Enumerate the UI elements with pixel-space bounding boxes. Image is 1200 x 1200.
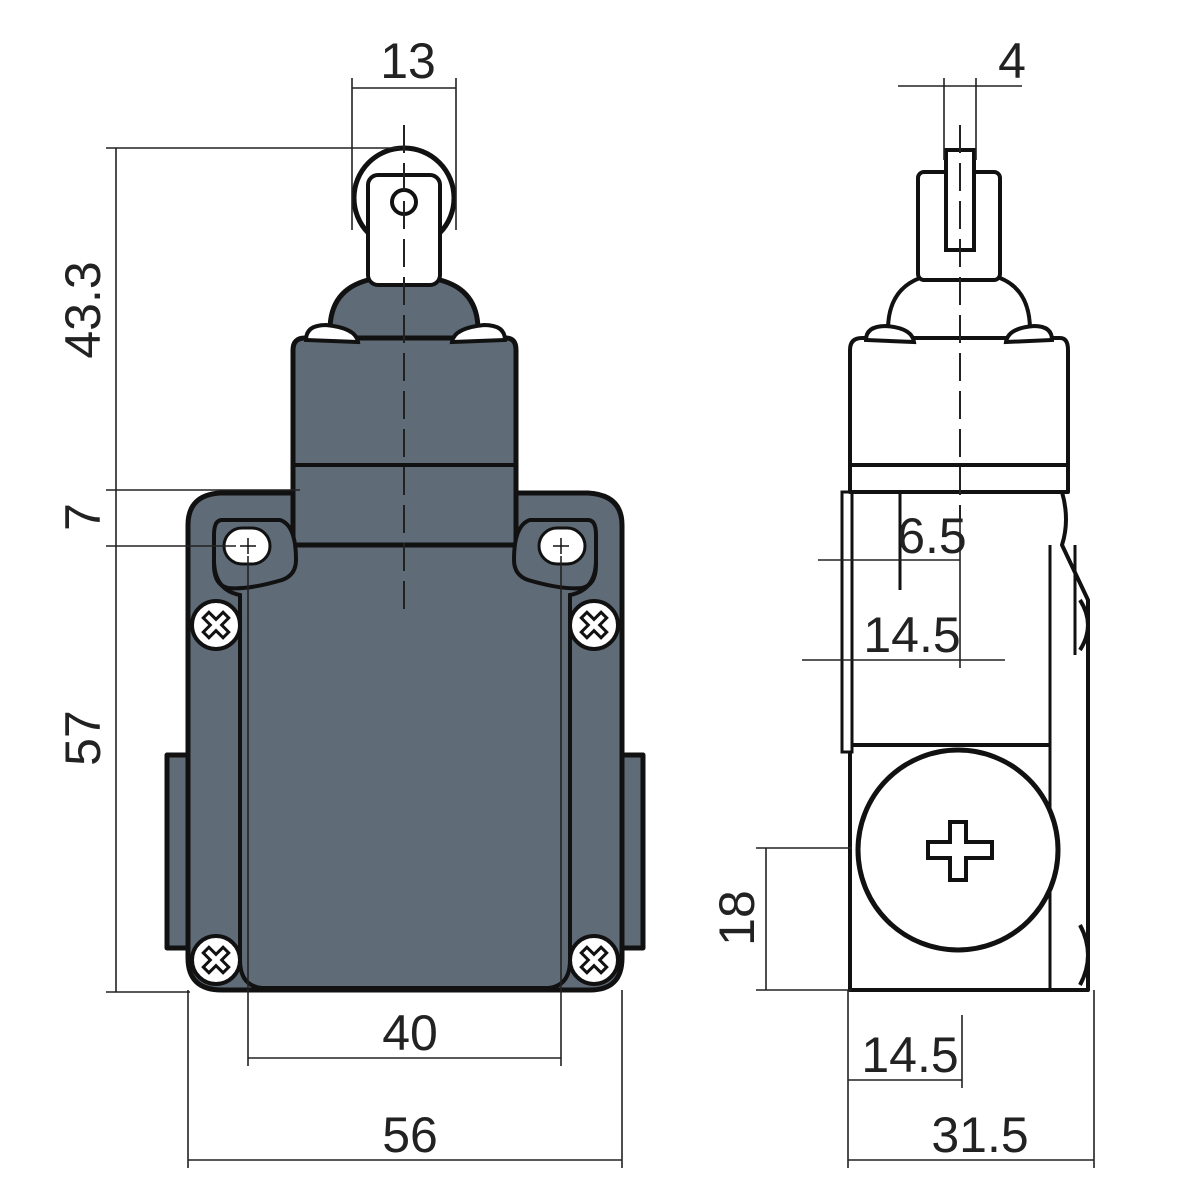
cover-panel: [212, 559, 598, 990]
head-lug-left: [303, 322, 361, 345]
side-dimensions: 4 6.5 14.5 18 14.5 31.5: [709, 33, 1095, 1168]
front-view: [164, 125, 646, 993]
dim-roller-width: 13: [380, 33, 436, 89]
side-bump-upper: [1078, 598, 1090, 652]
head-lug-right: [449, 322, 508, 345]
dim-flange-offset: 7: [55, 503, 111, 531]
phillips-screw-icon: [568, 599, 620, 651]
dim-side-offset-1: 6.5: [897, 508, 967, 564]
side-bump-lower: [1078, 924, 1090, 986]
dim-hole-spacing: 40: [382, 1005, 438, 1061]
phillips-screw-icon: [190, 934, 242, 986]
dim-body-width: 56: [382, 1107, 438, 1163]
dim-lever-thickness: 4: [998, 33, 1026, 89]
front-dimensions: 13 43.3 7 57 40 56: [55, 33, 623, 1168]
dim-mounting-height: 57: [55, 710, 111, 766]
dim-base-height: 18: [709, 890, 765, 946]
dim-body-depth: 31.5: [931, 1107, 1028, 1163]
dim-head-height: 43.3: [55, 261, 111, 358]
phillips-screw-icon: [190, 599, 242, 651]
phillips-screw-icon: [568, 934, 620, 986]
hole-crosshairs: [240, 538, 569, 554]
switch-housing: [185, 490, 625, 993]
dim-side-offset-2: 14.5: [863, 607, 960, 663]
phillips-cross-icon: [926, 820, 994, 882]
side-view: [840, 125, 1090, 992]
side-flange: [840, 490, 854, 754]
dim-base-offset: 14.5: [861, 1027, 958, 1083]
